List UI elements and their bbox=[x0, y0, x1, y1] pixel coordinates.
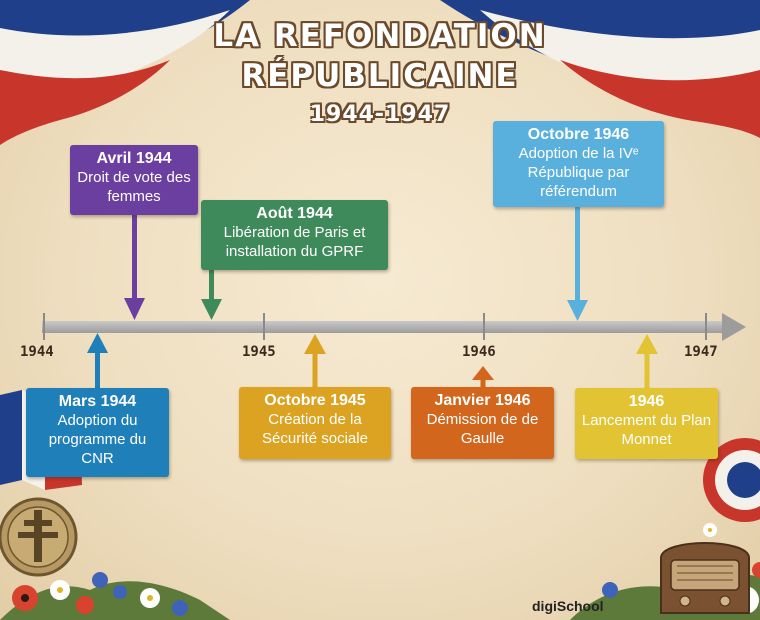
axis-arrow-head bbox=[722, 313, 746, 341]
connector-avril-1944 bbox=[124, 215, 145, 320]
connector-mars-1944 bbox=[87, 333, 108, 388]
title-line-2: RÉPUBLICAINE bbox=[241, 58, 519, 94]
event-date: Mars 1944 bbox=[58, 393, 137, 410]
event-box-octobre-1946: Octobre 1946 Adoption de la IVᵉ Républiq… bbox=[493, 121, 664, 207]
event-date: Octobre 1946 bbox=[527, 126, 630, 143]
flowers-decoration-left bbox=[0, 572, 230, 620]
connector-janvier-1946 bbox=[472, 366, 494, 388]
event-date: Janvier 1946 bbox=[434, 392, 531, 409]
connector-octobre-1945 bbox=[304, 334, 326, 387]
event-description: Droit de vote des femmes bbox=[77, 169, 191, 205]
event-date: Août 1944 bbox=[256, 205, 333, 222]
title-block: LA REFONDATION RÉPUBLICAINE 1944-1947 bbox=[0, 18, 760, 127]
connector-1946-plan bbox=[636, 334, 658, 388]
brand-logo-text: digiSchool bbox=[532, 598, 604, 614]
left-tricolor-drape bbox=[0, 0, 250, 145]
title-years: 1944-1947 bbox=[309, 102, 451, 127]
title-line-1: LA REFONDATION bbox=[213, 18, 547, 54]
cross-of-lorraine-medal-icon bbox=[0, 497, 78, 577]
year-label: 1947 bbox=[684, 344, 718, 360]
cockade-rosette-icon bbox=[703, 438, 760, 522]
year-label: 1944 bbox=[20, 344, 54, 360]
event-box-1946-plan: 1946 Lancement du Plan Monnet bbox=[575, 388, 718, 459]
connector-aout-1944 bbox=[201, 270, 222, 320]
event-date: Octobre 1945 bbox=[264, 392, 366, 409]
event-box-janvier-1946: Janvier 1946 Démission de de Gaulle bbox=[411, 387, 554, 459]
event-description: Adoption du programme du CNR bbox=[48, 412, 147, 467]
right-tricolor-drape bbox=[440, 0, 760, 138]
event-description: Création de la Sécurité sociale bbox=[262, 411, 368, 447]
connector-octobre-1946 bbox=[567, 207, 588, 321]
event-box-mars-1944: Mars 1944 Adoption du programme du CNR bbox=[26, 388, 169, 477]
event-date: Avril 1944 bbox=[96, 150, 172, 167]
event-box-octobre-1945: Octobre 1945 Création de la Sécurité soc… bbox=[239, 387, 391, 459]
event-description: Adoption de la IVᵉ République par référe… bbox=[518, 145, 639, 200]
event-box-aout-1944: Août 1944 Libération de Paris et install… bbox=[201, 200, 388, 270]
event-date: 1946 bbox=[628, 393, 665, 410]
event-description: Libération de Paris et installation du G… bbox=[223, 224, 366, 260]
year-label: 1946 bbox=[462, 344, 496, 360]
vintage-radio-icon bbox=[660, 542, 750, 614]
event-description: Démission de de Gaulle bbox=[426, 411, 539, 447]
axis-bar bbox=[42, 321, 727, 333]
event-description: Lancement du Plan Monnet bbox=[581, 412, 712, 448]
event-box-avril-1944: Avril 1944 Droit de vote des femmes bbox=[70, 145, 198, 215]
year-label: 1945 bbox=[242, 344, 276, 360]
